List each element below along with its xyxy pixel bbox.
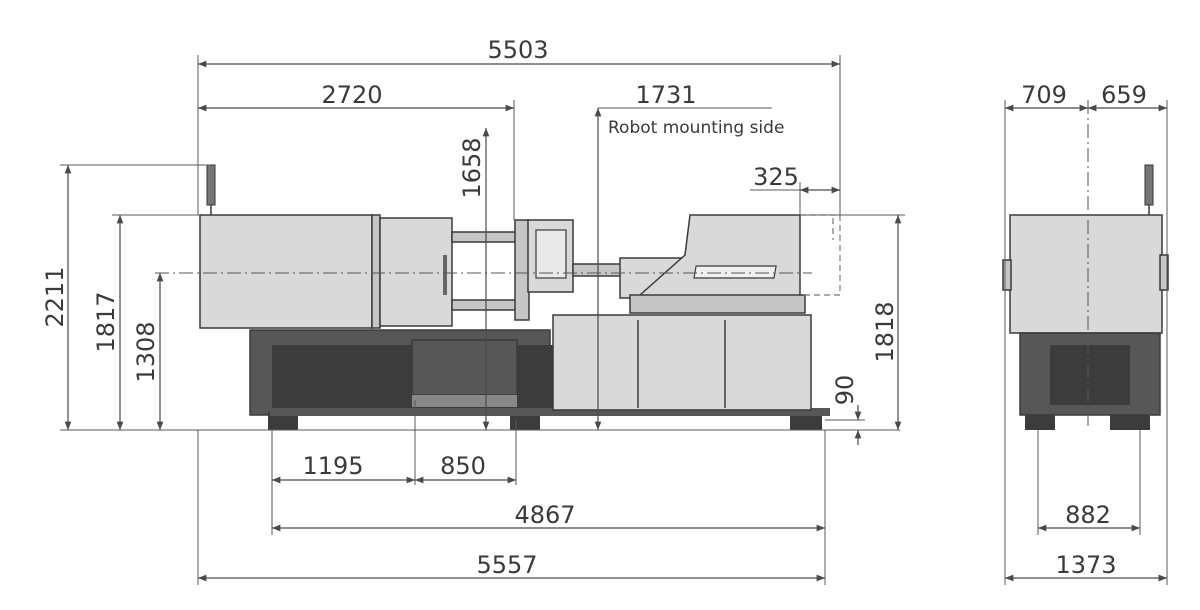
dim-side-width: 1373 — [1055, 551, 1116, 579]
dim-side-left: 709 — [1021, 81, 1067, 109]
dim-foot-height: 90 — [831, 375, 859, 406]
side-dimensions: 709 659 882 1373 — [1004, 81, 1168, 585]
dim-side-right: 659 — [1101, 81, 1147, 109]
dim-center-height: 1308 — [132, 321, 160, 382]
dim-platen-height: 1658 — [458, 137, 486, 198]
front-dimensions-vertical: 2211 1817 1308 1658 1818 90 — [41, 128, 905, 445]
dim-clamp-length: 2720 — [321, 81, 382, 109]
dim-overall-length-top: 5503 — [487, 36, 548, 64]
dim-robot-side: 1731 — [635, 81, 696, 109]
dim-base-length: 4867 — [514, 501, 575, 529]
dim-foot-spacing-1: 1195 — [302, 452, 363, 480]
dim-side-foot: 882 — [1065, 501, 1111, 529]
dim-hopper-height: 1817 — [92, 291, 120, 352]
dim-overall-length-bottom: 5557 — [476, 551, 537, 579]
dim-injection-height: 1818 — [871, 301, 899, 362]
dim-nozzle-offset: 325 — [753, 163, 799, 191]
dim-foot-spacing-2: 850 — [440, 452, 486, 480]
front-view-machine — [155, 164, 841, 430]
robot-mounting-note: Robot mounting side — [608, 118, 784, 138]
dim-overall-height: 2211 — [41, 266, 69, 327]
front-dimensions-horizontal: 5503 2720 1731 Robot mounting side 325 1… — [197, 36, 841, 585]
side-view-machine — [1002, 100, 1169, 430]
